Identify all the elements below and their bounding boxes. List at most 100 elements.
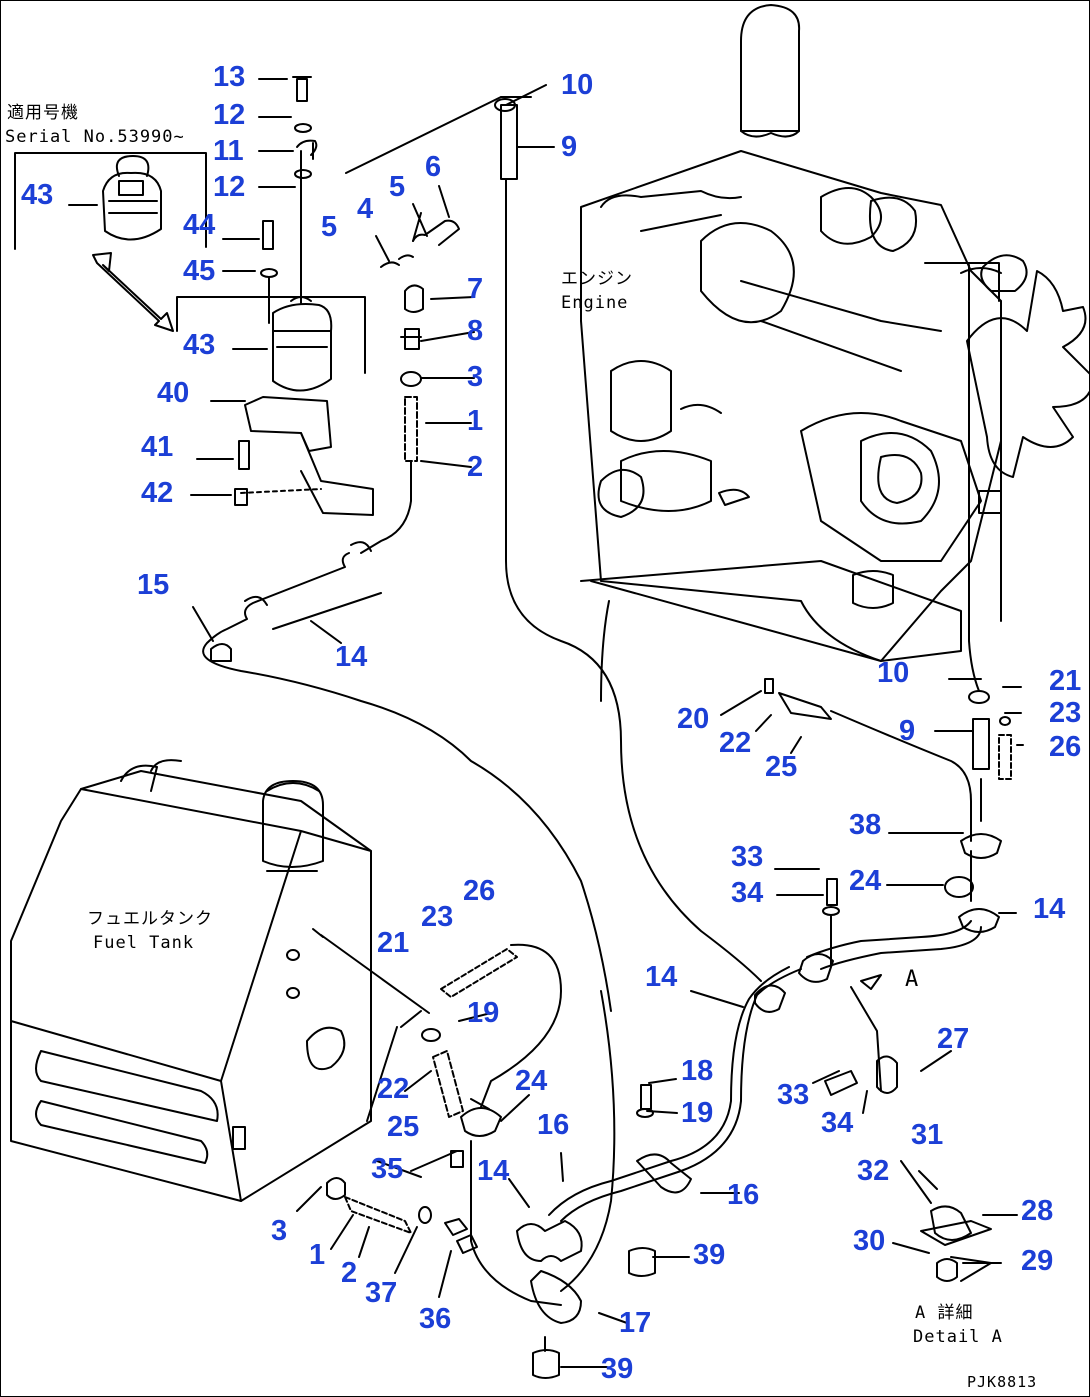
serial-label-jp: 適用号機	[7, 103, 79, 123]
callout-9: 9	[899, 715, 916, 747]
bolt-13	[292, 76, 312, 102]
hose-lower-right	[548, 878, 982, 1222]
callout-24: 24	[849, 865, 882, 897]
callout-33: 33	[777, 1079, 810, 1111]
callout-15: 15	[137, 569, 170, 601]
clamp-16-right	[636, 1153, 692, 1194]
callout-7: 7	[467, 273, 484, 305]
callout-38: 38	[849, 809, 882, 841]
callout-8: 8	[467, 315, 484, 347]
part-7	[404, 284, 424, 313]
callout-36: 36	[419, 1303, 452, 1335]
engine-hoses	[764, 300, 1012, 933]
callout-10: 10	[561, 69, 594, 101]
callout-29: 29	[1021, 1245, 1054, 1277]
bolt-18	[640, 1084, 652, 1110]
callout-19: 19	[681, 1097, 714, 1129]
callout-12: 12	[213, 99, 246, 131]
fitting-20	[764, 678, 774, 694]
hose-return	[505, 178, 762, 982]
solenoid-43-inset	[102, 155, 162, 241]
callout-16: 16	[727, 1179, 760, 1211]
detail-a-label-jp: A 詳細	[915, 1303, 974, 1323]
part-37	[418, 1206, 432, 1224]
part-35	[450, 1150, 464, 1168]
clamp-33-34	[798, 953, 834, 983]
hose-9	[972, 718, 990, 770]
washer-19	[636, 1108, 654, 1118]
inset-frame	[14, 152, 207, 250]
callout-2: 2	[467, 451, 484, 483]
callout-44: 44	[183, 209, 216, 241]
callout-24: 24	[515, 1065, 548, 1097]
callout-41: 41	[141, 431, 174, 463]
callout-39: 39	[601, 1353, 634, 1385]
fuel-tank-label-en: Fuel Tank	[93, 933, 195, 953]
callout-42: 42	[141, 477, 174, 509]
callout-34: 34	[731, 877, 764, 909]
bracket-40	[234, 396, 374, 516]
callout-27: 27	[937, 1023, 970, 1055]
callout-23: 23	[1049, 697, 1082, 729]
clamp-3	[400, 371, 422, 387]
clamp-10	[968, 690, 990, 704]
callout-22: 22	[377, 1073, 410, 1105]
detail-a	[920, 1205, 992, 1282]
callout-26: 26	[463, 875, 496, 907]
callout-13: 13	[213, 61, 246, 93]
tank-hoses	[320, 600, 656, 1379]
hose-22-25-tank	[432, 1050, 464, 1118]
callout-16: 16	[537, 1109, 570, 1141]
callout-14: 14	[1033, 893, 1066, 925]
part-8	[400, 328, 422, 350]
bolt-33-lower	[824, 1070, 858, 1096]
callout-25: 25	[387, 1111, 420, 1143]
clamp-17	[530, 1270, 582, 1324]
callout-3: 3	[271, 1215, 288, 1247]
engine	[580, 4, 1089, 662]
callout-10: 10	[877, 657, 910, 689]
hose-1-2-tank	[344, 1196, 412, 1234]
callout-21: 21	[377, 927, 410, 959]
callout-23: 23	[421, 901, 454, 933]
leader-lines	[68, 78, 1024, 1368]
clamp-24	[944, 876, 974, 898]
hose-23-26	[998, 734, 1012, 780]
fan	[966, 270, 1089, 478]
callout-9: 9	[561, 131, 578, 163]
bolt-33	[826, 878, 838, 906]
view-arrow	[92, 252, 174, 332]
callout-43: 43	[21, 179, 54, 211]
part-39-mid	[628, 1247, 656, 1277]
hose-14-upper	[202, 552, 612, 1012]
arrow-a	[860, 974, 882, 990]
callout-26: 26	[1049, 731, 1082, 763]
callout-1: 1	[309, 1239, 326, 1271]
fuel-tank	[10, 759, 372, 1202]
callout-17: 17	[619, 1307, 652, 1339]
fuel-tank-label-jp: フュエルタンク	[87, 909, 213, 929]
callout-33: 33	[731, 841, 764, 873]
callout-39: 39	[693, 1239, 726, 1271]
callout-25: 25	[765, 751, 798, 783]
clamp-15	[210, 643, 232, 662]
hose-23-26-tank	[440, 948, 518, 998]
hose-22-25	[778, 692, 832, 720]
clamp-3-tank	[326, 1177, 346, 1200]
callout-35: 35	[371, 1153, 404, 1185]
detail-a-label-en: Detail A	[913, 1327, 1003, 1347]
callout-2: 2	[341, 1257, 358, 1289]
bolt-41	[238, 440, 250, 470]
clamp-16-left	[516, 1220, 583, 1262]
callout-22: 22	[719, 727, 752, 759]
washer-42	[234, 488, 248, 506]
callout-4: 4	[357, 193, 374, 225]
part-39-bottom	[532, 1349, 560, 1379]
callout-21: 21	[1049, 665, 1082, 697]
callout-14: 14	[335, 641, 368, 673]
clamp-24-tank	[460, 1107, 502, 1137]
engine-label-jp: エンジン	[561, 269, 633, 289]
clamp-14-mid	[754, 984, 786, 1013]
callout-5: 5	[389, 171, 406, 203]
